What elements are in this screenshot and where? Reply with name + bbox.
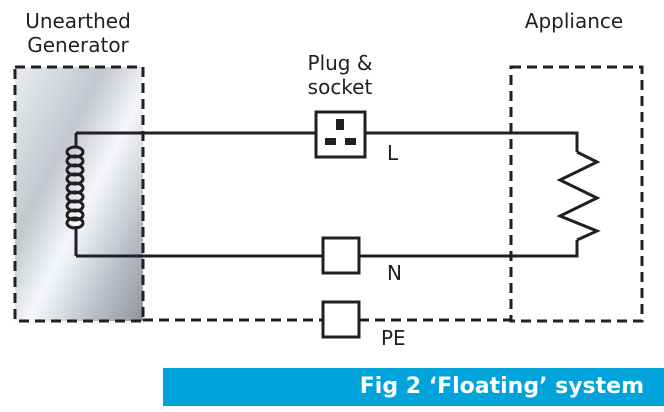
caption-banner: Fig 2 ‘Floating’ system	[163, 368, 664, 406]
line-conductor	[76, 131, 579, 152]
neutral-plug-box	[321, 236, 361, 275]
appliance-boundary	[509, 65, 644, 323]
line-label: L	[387, 141, 399, 165]
socket-icon	[314, 110, 367, 159]
caption-text: Fig 2 ‘Floating’ system	[359, 374, 644, 399]
earth-plug-box	[321, 300, 361, 339]
coil-icon	[65, 145, 85, 230]
appliance-label: Appliance	[524, 9, 624, 33]
plug-socket-label-text: Plug & socket	[307, 51, 373, 99]
resistor-icon	[556, 150, 601, 242]
plug-socket-label: Plug & socket	[290, 51, 390, 99]
protective-earth-label: PE	[381, 326, 406, 350]
generator-label-text: Unearthed Generator	[25, 9, 131, 57]
neutral-conductor	[76, 240, 579, 258]
neutral-label: N	[387, 261, 402, 285]
generator-boundary	[13, 65, 145, 323]
generator-label: Unearthed Generator	[4, 9, 152, 57]
